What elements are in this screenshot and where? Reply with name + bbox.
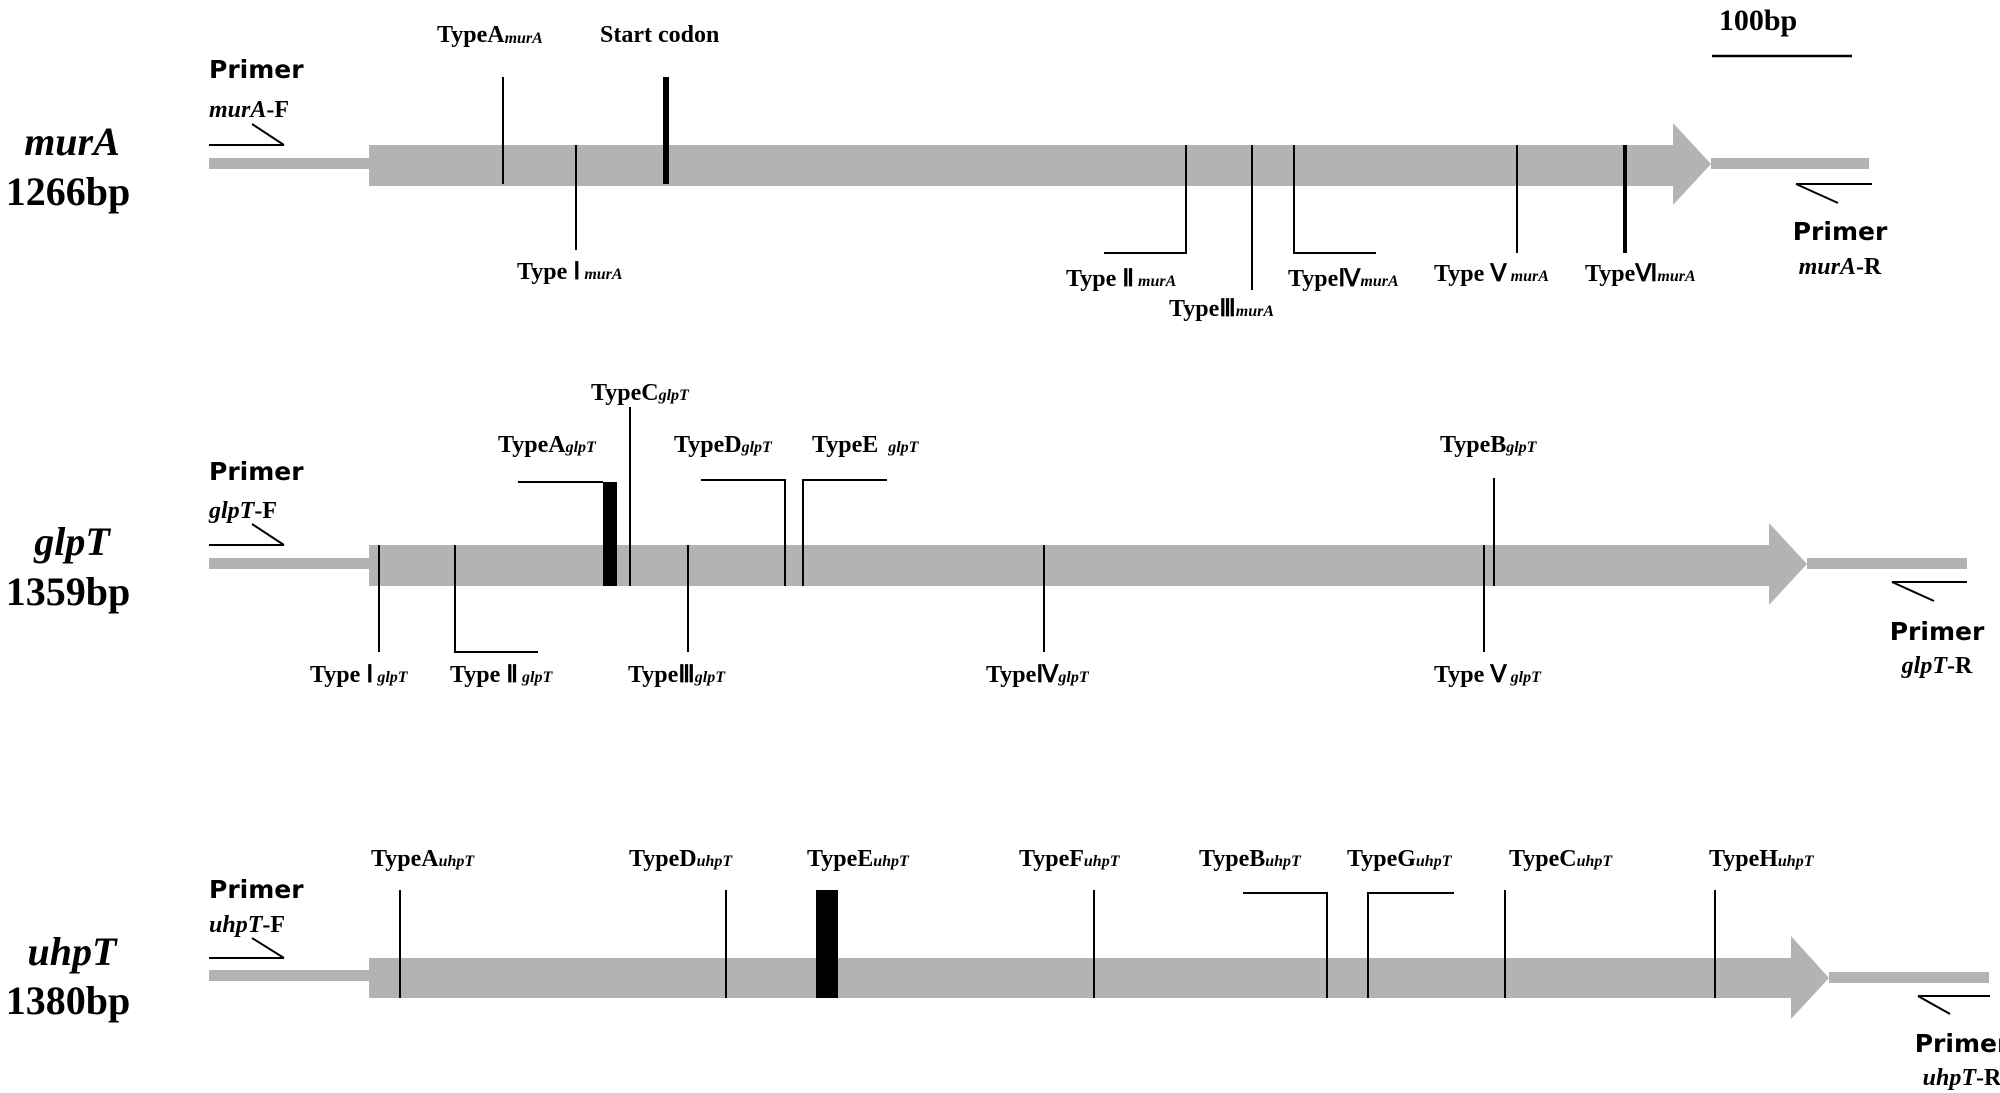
primer-r-name: murA-R bbox=[1799, 254, 1882, 280]
primer-f-arrow-icon bbox=[209, 523, 285, 546]
mutation-mark bbox=[1293, 145, 1376, 254]
primer-r-arrow-icon bbox=[1891, 581, 1967, 602]
primer-f-label: Primer bbox=[209, 457, 304, 486]
mutation-label-typeA-glpT: TypeAglpT bbox=[498, 432, 597, 458]
mutation-mark bbox=[1623, 145, 1627, 253]
gene-body-arrow bbox=[369, 123, 1711, 205]
primer-f-name: glpT-F bbox=[208, 498, 277, 524]
gene-length-uhpT: 1380bp bbox=[6, 978, 131, 1023]
mutation-mark bbox=[816, 890, 838, 998]
primer-r-arrow-icon bbox=[1795, 183, 1872, 204]
mutation-label-typeC-uhpT: TypeCuhpT bbox=[1509, 846, 1613, 872]
primer-r-name: uhpT-R bbox=[1923, 1065, 2000, 1091]
start-codon-label: Start codon bbox=[600, 22, 719, 48]
flank-right bbox=[1711, 158, 1869, 169]
gene-body-arrow bbox=[369, 523, 1807, 605]
primer-r-arrow-icon bbox=[1917, 995, 1990, 1015]
primer-f-label: Primer bbox=[209, 875, 304, 904]
gene-row-uhpT: uhpT 1380bp Primer uhpT-F Primer uhpT-R … bbox=[6, 846, 2000, 1091]
gene-name-uhpT: uhpT bbox=[28, 929, 118, 974]
flank-right bbox=[1829, 972, 1989, 983]
mutation-label-typeF-uhpT: TypeFuhpT bbox=[1019, 846, 1121, 872]
mutation-label-typeA-uhpT: TypeAuhpT bbox=[371, 846, 475, 872]
primer-f-arrow-icon bbox=[209, 123, 285, 146]
primer-r-label: Primer bbox=[1793, 217, 1888, 246]
gene-name-murA: murA bbox=[24, 119, 120, 164]
primer-r-label: Primer bbox=[1890, 617, 1985, 646]
mutation-mark bbox=[1367, 892, 1454, 998]
mutation-label-type6-murA: TypeⅥmurA bbox=[1585, 261, 1696, 287]
gene-row-glpT: glpT 1359bp Primer glpT-F Primer glpT-R … bbox=[6, 380, 1985, 688]
mutation-label-type4-murA: TypeⅣmurA bbox=[1288, 266, 1399, 292]
primer-r-name: glpT-R bbox=[1901, 653, 1973, 679]
mutation-label-typeC-glpT: TypeCglpT bbox=[591, 380, 690, 406]
gene-length-glpT: 1359bp bbox=[6, 569, 131, 614]
mutation-label-typeH-uhpT: TypeHuhpT bbox=[1709, 846, 1815, 872]
primer-f-label: Primer bbox=[209, 55, 304, 84]
mutation-label-typeE-uhpT: TypeEuhpT bbox=[807, 846, 910, 872]
mutation-label-typeG-uhpT: TypeGuhpT bbox=[1347, 846, 1453, 872]
mutation-label-typeB-glpT: TypeBglpT bbox=[1440, 432, 1538, 458]
primer-f-name: uhpT-F bbox=[209, 912, 285, 938]
mutation-label-typeA-murA: TypeAmurA bbox=[437, 22, 543, 48]
scale-bar-label: 100bp bbox=[1719, 4, 1797, 37]
flank-right bbox=[1807, 558, 1967, 569]
gene-body-arrow bbox=[369, 936, 1829, 1019]
mutation-label-type4-glpT: TypeⅣglpT bbox=[986, 662, 1090, 688]
gene-name-glpT: glpT bbox=[33, 519, 111, 564]
mutation-mark bbox=[603, 482, 617, 586]
mutation-label-typeB-uhpT: TypeBuhpT bbox=[1199, 846, 1302, 872]
mutation-mark bbox=[1104, 145, 1187, 254]
primer-r-label: Primer bbox=[1915, 1029, 2000, 1058]
primer-f-arrow-icon bbox=[209, 937, 285, 959]
mutation-label-type3-glpT: TypeⅢglpT bbox=[628, 662, 726, 688]
start-codon-mark bbox=[663, 77, 669, 184]
gene-length-murA: 1266bp bbox=[6, 169, 131, 214]
mutation-mark bbox=[802, 479, 887, 586]
mutation-label-type3-murA: TypeⅢmurA bbox=[1169, 296, 1274, 322]
mutation-label-typeE-glpT: TypeE glpT bbox=[812, 432, 920, 458]
mutation-label-typeD-uhpT: TypeDuhpT bbox=[629, 846, 733, 872]
gene-row-murA: murA 1266bp Primer murA-F Primer murA-R … bbox=[6, 22, 1888, 322]
scale-bar: 100bp bbox=[1712, 4, 1852, 58]
flank-left bbox=[209, 970, 369, 981]
primer-f-name: murA-F bbox=[209, 97, 289, 123]
flank-left bbox=[209, 158, 369, 169]
flank-left bbox=[209, 558, 369, 569]
mutation-mark bbox=[454, 545, 538, 653]
mutation-label-typeD-glpT: TypeDglpT bbox=[674, 432, 773, 458]
mutation-mark bbox=[1243, 892, 1328, 998]
mutation-mark bbox=[701, 479, 786, 586]
